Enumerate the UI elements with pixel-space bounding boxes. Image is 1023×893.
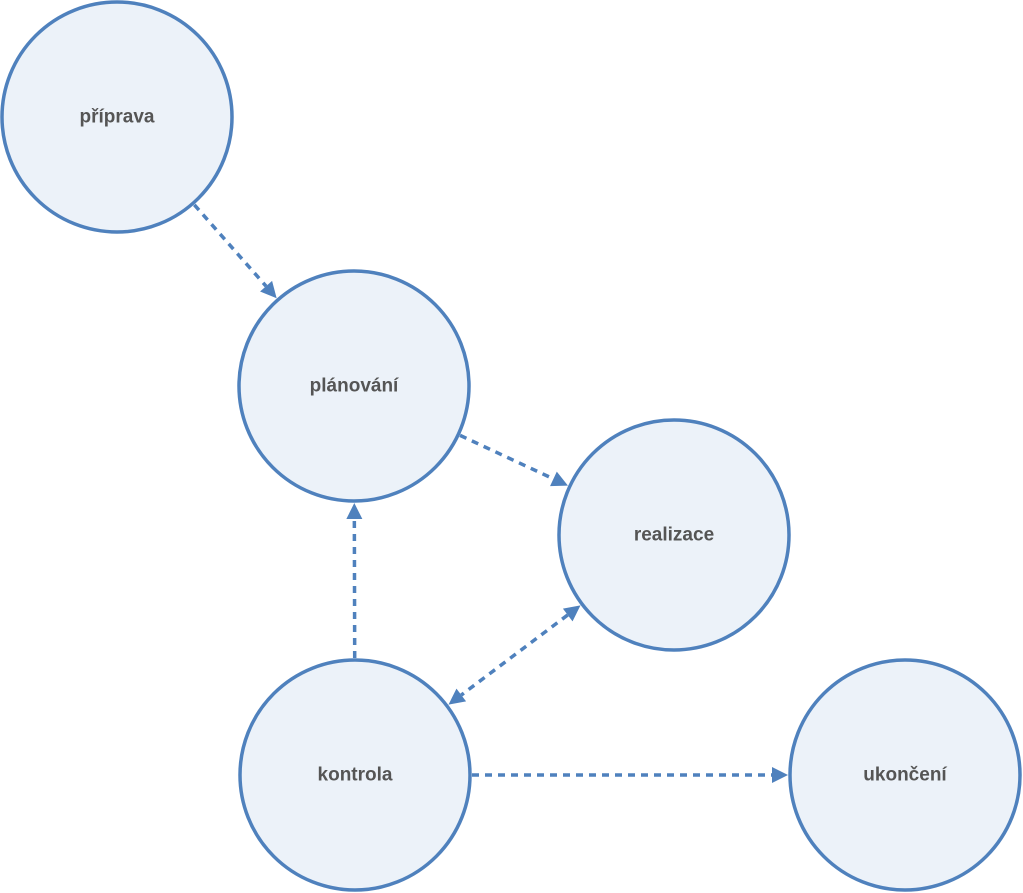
arrowhead-kontrola-planovani-end	[346, 502, 363, 520]
node-realizace-circle	[557, 418, 791, 652]
node-kontrola: kontrola	[238, 658, 472, 892]
edge-priprava-planovani	[193, 203, 268, 288]
edges-layer	[193, 203, 788, 783]
node-planovani: plánování	[237, 269, 471, 503]
edge-planovani-realizace	[459, 433, 555, 481]
node-priprava-circle	[0, 0, 234, 234]
node-ukonceni-label: ukončení	[863, 765, 947, 786]
node-ukonceni: ukončení	[788, 658, 1022, 892]
edge-realizace-kontrola	[460, 613, 569, 697]
node-kontrola-circle	[238, 658, 472, 892]
arrowhead-realizace-kontrola-end	[448, 688, 467, 705]
node-planovani-label: plánování	[310, 376, 399, 397]
arrowhead-planovani-realizace-end	[550, 471, 568, 487]
node-priprava: příprava	[0, 0, 234, 234]
node-realizace: realizace	[557, 418, 791, 652]
node-priprava-label: příprava	[80, 107, 155, 128]
arrowhead-kontrola-ukonceni-end	[772, 767, 788, 783]
node-ukonceni-circle	[788, 658, 1022, 892]
node-planovani-circle	[237, 269, 471, 503]
arrowhead-realizace-kontrola-start	[562, 605, 581, 622]
node-realizace-label: realizace	[634, 525, 714, 546]
node-kontrola-label: kontrola	[318, 765, 393, 786]
arrowhead-priprava-planovani-end	[260, 280, 277, 299]
